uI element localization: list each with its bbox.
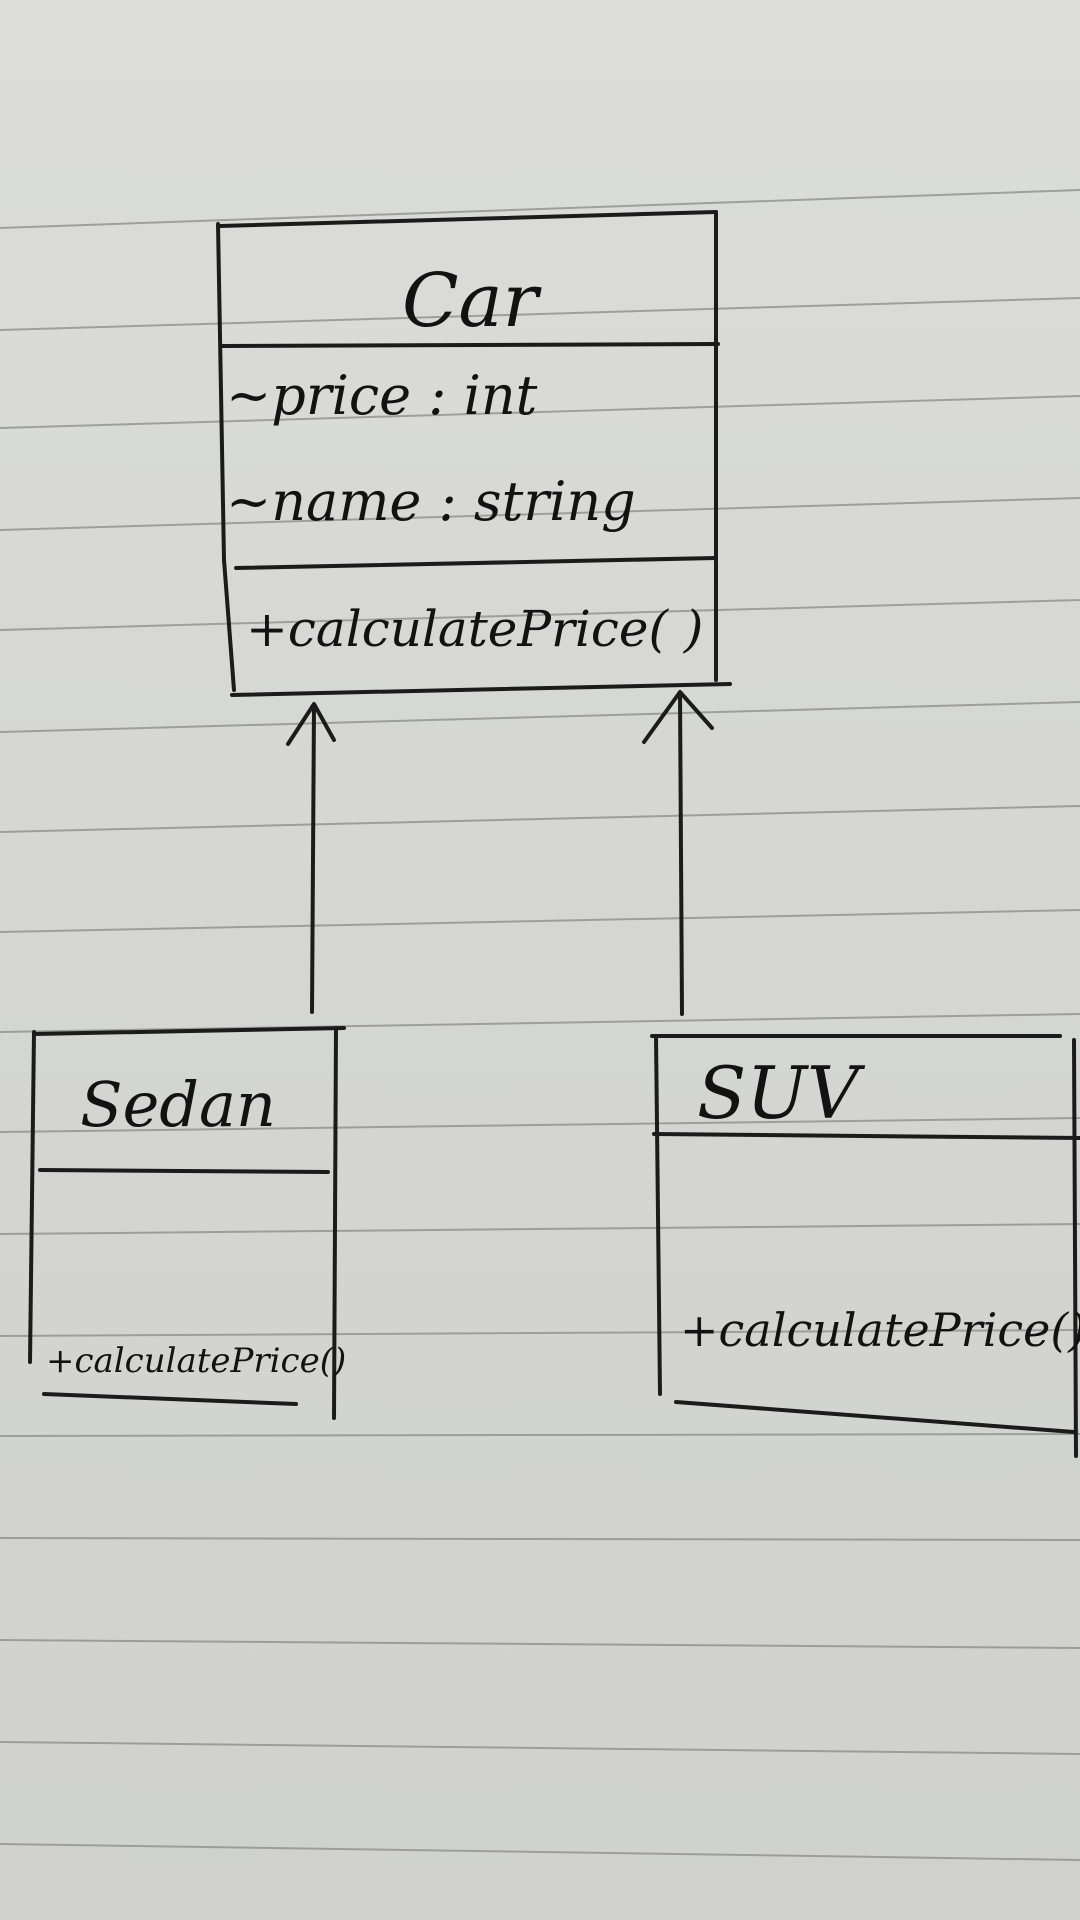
car-class-name: Car [402, 258, 543, 344]
car-class-box: Car ~price : int ~name : string +calcula… [216, 210, 732, 697]
car-name-divider [220, 342, 720, 348]
suv-class-name: SUV [697, 1051, 866, 1135]
arrowhead-icon [642, 690, 714, 744]
car-attribute-name: ~name : string [226, 470, 636, 533]
sedan-method-calculate-price: +calculatePrice() [46, 1341, 346, 1381]
car-attribute-price: ~price : int [226, 364, 538, 427]
arrowhead-icon [286, 702, 336, 746]
suv-class-box: SUV +calculatePrice() [650, 1034, 1080, 1458]
car-attributes-divider [234, 556, 718, 570]
suv-method-calculate-price: +calculatePrice() [680, 1303, 1080, 1357]
ruled-lines [0, 189, 1080, 1861]
inheritance-arrow-suv [642, 690, 714, 1016]
sedan-name-divider [38, 1168, 330, 1174]
inheritance-arrow-sedan [286, 702, 336, 1014]
sedan-class-box: Sedan +calculatePrice() [28, 1026, 346, 1420]
suv-name-divider [652, 1132, 1080, 1140]
car-method-calculate-price: +calculatePrice( ) [246, 600, 703, 658]
sedan-class-name: Sedan [80, 1068, 276, 1141]
